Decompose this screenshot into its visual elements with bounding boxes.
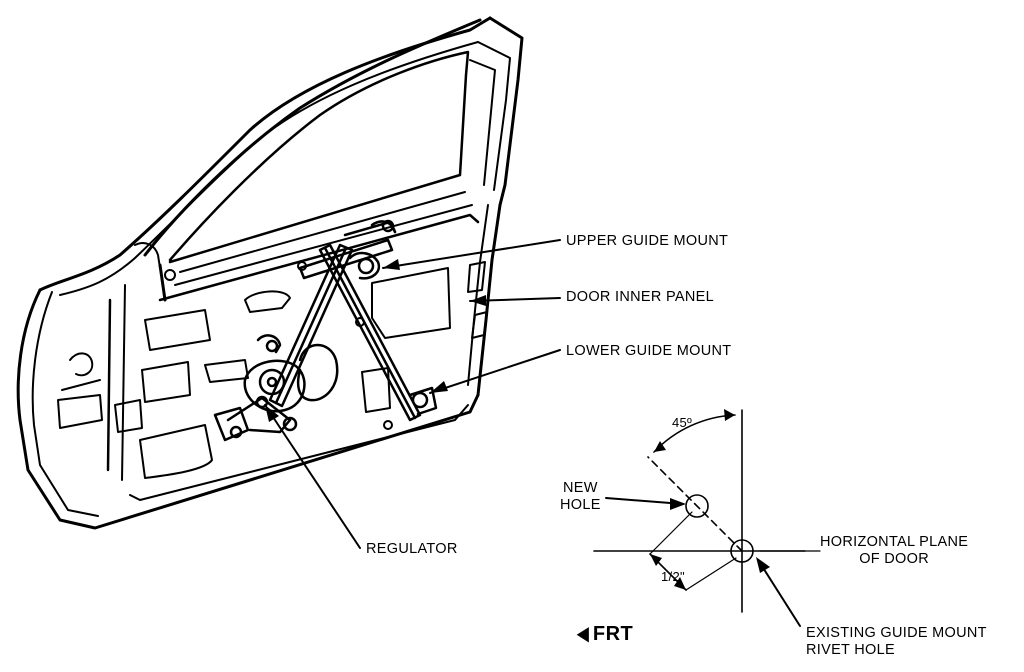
- angle-reference-line: [647, 456, 743, 552]
- angle-arc: [653, 414, 736, 453]
- panel-openings: [139, 261, 488, 479]
- upper-guide-mount-label: UPPER GUIDE MOUNT: [566, 233, 728, 250]
- new-hole-circle: [685, 494, 709, 518]
- angle-text: 45º: [672, 415, 693, 430]
- offset-text: 1/2": [661, 569, 685, 584]
- fasteners: [164, 261, 393, 430]
- existing-line-1: EXISTING GUIDE MOUNT: [806, 625, 987, 641]
- lower-guide-mount-text: LOWER GUIDE MOUNT: [566, 343, 732, 359]
- upper-guide-mount-text: UPPER GUIDE MOUNT: [566, 233, 729, 249]
- regulator-label: REGULATOR: [366, 541, 458, 558]
- door-shell: [16, 16, 524, 530]
- new-hole-line-2: HOLE: [560, 497, 601, 513]
- horizontal-plane-line-1: HORIZONTAL PLANE: [820, 534, 969, 550]
- horizontal-plane-label: HORIZONTAL PLANE OF DOOR: [820, 534, 968, 568]
- existing-rivet-hole-label: EXISTING GUIDE MOUNT RIVET HOLE: [806, 625, 987, 659]
- regulator-text: REGULATOR: [366, 541, 458, 557]
- front-text: FRT: [592, 623, 634, 645]
- rivet-detail: [593, 409, 821, 627]
- callout-arrowheads: [265, 259, 486, 422]
- left-arrow-icon: ◀: [576, 623, 590, 645]
- window-regulator: [213, 219, 438, 442]
- door-inner-panel-label: DOOR INNER PANEL: [566, 289, 714, 306]
- new-hole-line-1: NEW: [562, 480, 598, 496]
- rivet-detail-arrowheads: [650, 409, 770, 590]
- lower-guide-mount-label: LOWER GUIDE MOUNT: [566, 343, 731, 360]
- existing-line-2: RIVET HOLE: [806, 642, 895, 658]
- offset-label: 1/2": [661, 568, 685, 585]
- existing-hole-circle: [730, 539, 754, 563]
- door-inner-panel-text: DOOR INNER PANEL: [566, 289, 714, 305]
- horizontal-plane-line-2: OF DOOR: [859, 551, 929, 567]
- front-direction-indicator: ◀FRT: [575, 621, 633, 646]
- angle-label: 45º: [672, 414, 692, 431]
- new-hole-label: NEW HOLE: [560, 480, 601, 514]
